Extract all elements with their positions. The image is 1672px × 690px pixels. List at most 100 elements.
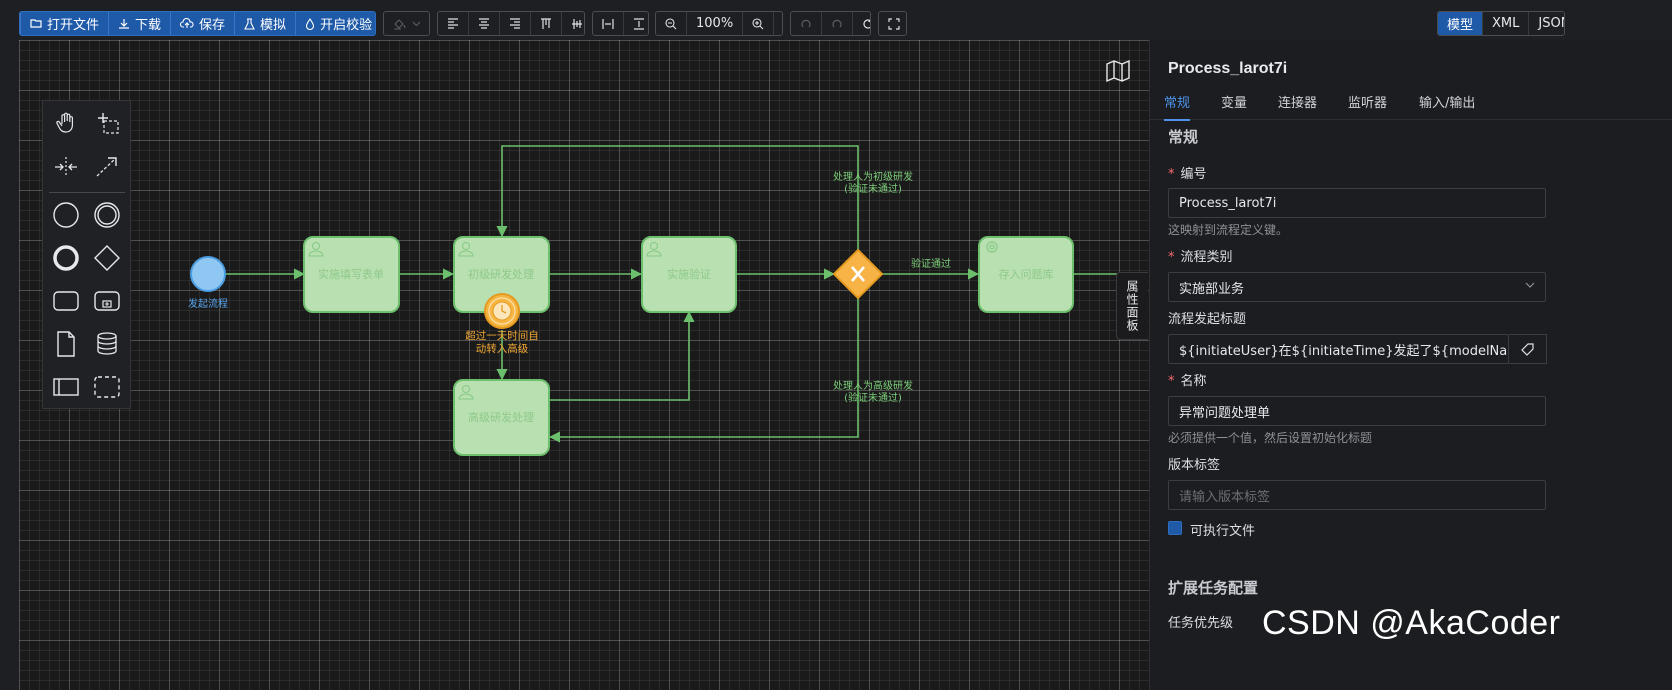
create-end-event[interactable] [46, 240, 86, 276]
executable-checkbox[interactable] [1168, 521, 1182, 535]
initiate-title-input[interactable]: ${initiateUser}在${initiateTime}发起了${mode… [1168, 334, 1509, 364]
category-select[interactable]: 实施部业务 [1168, 272, 1546, 302]
hand-tool[interactable] [46, 105, 86, 141]
mode-xml-button[interactable]: XML [1482, 12, 1528, 35]
name-input[interactable]: 异常问题处理单 [1168, 396, 1546, 426]
name-hint: 必须提供一个值，然后设置初始化标题 [1168, 431, 1373, 445]
name-label-text: 名称 [1180, 374, 1207, 389]
align-top-button[interactable] [530, 12, 561, 35]
lasso-icon [98, 113, 119, 134]
create-gateway[interactable] [87, 240, 127, 276]
simulate-button[interactable]: 模拟 [234, 12, 295, 35]
id-hint: 这映射到流程定义键。 [1168, 223, 1289, 237]
zoom-out-button[interactable] [656, 12, 686, 35]
redo-icon [832, 19, 842, 27]
align-right-button[interactable] [499, 12, 530, 35]
fit-view-button[interactable] [773, 12, 782, 35]
connect-tool[interactable] [87, 149, 127, 185]
properties-panel: Process_larot7i 常规 变量 连接器 监听器 输入/输出 常规 *… [1149, 40, 1672, 690]
create-group[interactable] [87, 369, 127, 405]
minimap-toggle[interactable] [1102, 55, 1134, 87]
drop-icon [306, 17, 315, 30]
task-junior-dev[interactable]: 初级研发处理 [453, 236, 550, 313]
insert-variable-button[interactable] [1509, 334, 1547, 364]
save-label: 保存 [199, 18, 226, 33]
chevron-down-icon [412, 21, 421, 26]
reset-button[interactable] [852, 12, 870, 35]
fullscreen-group [878, 11, 907, 36]
create-start-event[interactable] [46, 197, 86, 233]
hand-icon [56, 112, 73, 133]
flow-senior-to-verify[interactable] [550, 310, 695, 401]
align-center-button[interactable] [468, 12, 499, 35]
map-icon [1106, 59, 1130, 83]
palette-divider [49, 192, 125, 193]
align-left-button[interactable] [438, 12, 468, 35]
mode-model-button[interactable]: 模型 [1438, 12, 1483, 35]
align-group [437, 11, 585, 36]
align-middle-icon [572, 18, 582, 29]
priority-label: 任务优先级 [1168, 616, 1234, 631]
create-task[interactable] [46, 283, 86, 319]
fill-color-button[interactable] [384, 12, 429, 35]
start-event-icon [53, 202, 79, 228]
flow-label-passed: 验证通过 [911, 257, 951, 270]
tab-variables[interactable]: 变量 [1221, 96, 1248, 111]
tab-input-output[interactable]: 输入/输出 [1419, 96, 1476, 111]
properties-panel-toggle[interactable]: 属性面板 [1116, 272, 1148, 340]
panel-tabs: 常规 变量 连接器 监听器 输入/输出 [1150, 88, 1672, 121]
flow-gateway-to-junior[interactable] [496, 145, 859, 250]
mode-json-button[interactable]: JSON [1528, 12, 1564, 35]
fullscreen-button[interactable] [879, 12, 906, 35]
enable-validation-button[interactable]: 开启校验 [295, 12, 375, 35]
align-middle-button[interactable] [561, 12, 584, 35]
timer-boundary-event[interactable] [484, 293, 520, 329]
flow-gateway-to-senior[interactable] [548, 298, 859, 443]
task-fill-form[interactable]: 实施填写表单 [303, 236, 400, 313]
distribute-vertical-icon [634, 17, 644, 30]
fullscreen-icon [888, 17, 900, 30]
create-subprocess[interactable] [87, 283, 127, 319]
tab-connectors[interactable]: 连接器 [1278, 96, 1318, 111]
id-input[interactable]: Process_larot7i [1168, 188, 1546, 218]
task-store-issue[interactable]: 存入问题库 [978, 236, 1074, 313]
lasso-tool[interactable] [87, 105, 127, 141]
open-file-button[interactable]: 打开文件 [20, 12, 108, 35]
category-select-value: 实施部业务 [1179, 281, 1245, 297]
exclusive-gateway[interactable] [832, 248, 884, 300]
gateway-icon [94, 245, 120, 271]
download-label: 下载 [135, 18, 162, 33]
undo-button[interactable] [791, 12, 821, 35]
group-icon [94, 376, 120, 398]
distribute-horizontal-button[interactable] [593, 12, 623, 35]
redo-button[interactable] [821, 12, 852, 35]
create-data-store[interactable] [87, 326, 127, 362]
task-verify[interactable]: 实施验证 [641, 236, 737, 313]
version-tag-input[interactable]: 请输入版本标签 [1168, 480, 1546, 510]
create-data-object[interactable] [46, 326, 86, 362]
version-tag-label: 版本标签 [1168, 458, 1221, 473]
zoom-level[interactable]: 100% [686, 12, 742, 35]
diagram-canvas[interactable]: 处理人为初级研发 (验证未通过) 验证通过 处理人为高级研发 (验证未通过) 发… [19, 40, 1149, 690]
align-right-icon [510, 18, 520, 29]
clock-icon [492, 301, 512, 321]
zoom-in-button[interactable] [742, 12, 773, 35]
tab-listeners[interactable]: 监听器 [1348, 96, 1388, 111]
space-tool[interactable] [46, 149, 86, 185]
flow-label-to-junior-1: 处理人为初级研发 [833, 170, 913, 183]
distribute-vertical-button[interactable] [623, 12, 648, 35]
task-senior-dev[interactable]: 高级研发处理 [453, 379, 550, 456]
create-pool[interactable] [46, 369, 86, 405]
download-button[interactable]: 下载 [108, 12, 170, 35]
task-store-issue-label: 存入问题库 [999, 267, 1054, 281]
save-button[interactable]: 保存 [170, 12, 234, 35]
enable-validation-label: 开启校验 [320, 18, 373, 33]
intermediate-event-icon [94, 202, 120, 228]
section-extension-title: 扩展任务配置 [1168, 579, 1259, 597]
tab-general[interactable]: 常规 [1164, 92, 1191, 121]
flow-label-to-junior-2: (验证未通过) [844, 182, 902, 195]
chevron-down-icon [1525, 282, 1535, 288]
create-intermediate-event[interactable] [87, 197, 127, 233]
start-event[interactable] [190, 256, 226, 292]
